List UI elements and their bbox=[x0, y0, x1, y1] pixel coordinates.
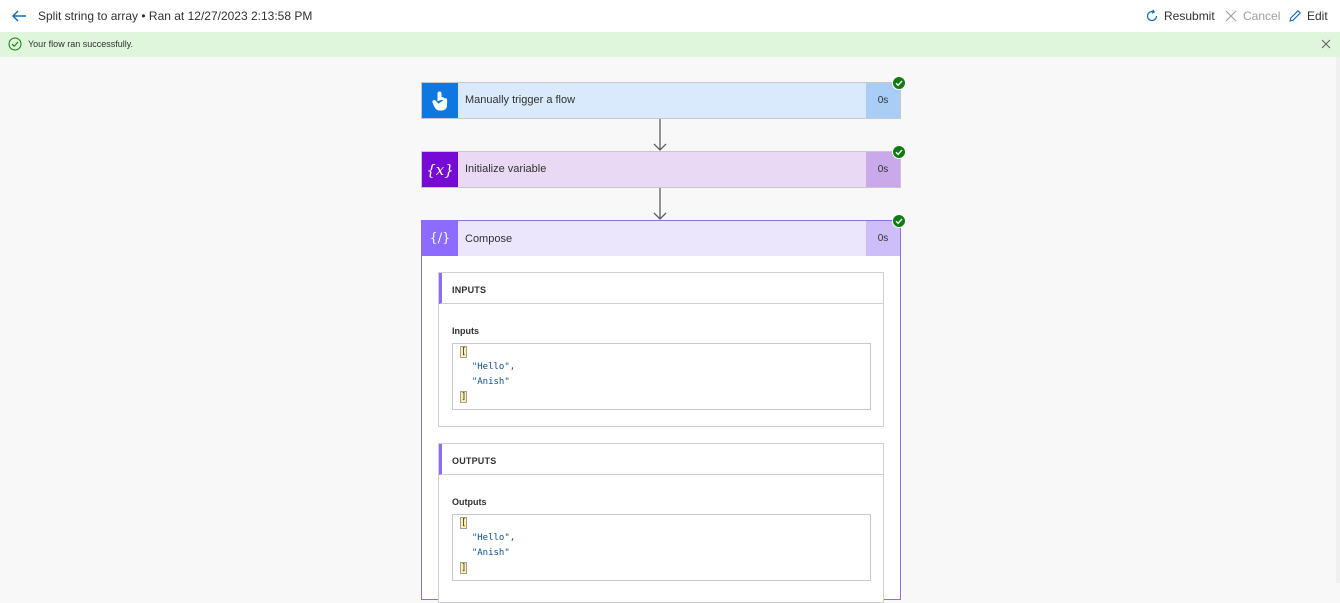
close-icon bbox=[1225, 10, 1237, 22]
edit-button[interactable]: Edit bbox=[1288, 8, 1328, 24]
step-initialize-variable[interactable]: {x} Initialize variable 0s bbox=[421, 151, 901, 188]
success-check-icon bbox=[892, 214, 906, 228]
code-line: ] bbox=[459, 391, 468, 403]
vertical-scrollbar[interactable] bbox=[1336, 57, 1340, 583]
success-message: Your flow ran successfully. bbox=[28, 39, 134, 49]
outputs-section: OUTPUTS Outputs [ "Hello", "Anish" ] bbox=[438, 443, 884, 603]
step-label: Compose bbox=[465, 233, 513, 245]
compose-header[interactable]: {∕} Compose 0s bbox=[422, 221, 900, 256]
touch-icon bbox=[422, 83, 458, 118]
cancel-label: Cancel bbox=[1243, 9, 1281, 23]
pencil-icon bbox=[1289, 10, 1301, 22]
success-banner: Your flow ran successfully. bbox=[0, 32, 1340, 57]
inputs-header: INPUTS bbox=[452, 285, 487, 295]
code-line: [ bbox=[459, 517, 468, 529]
command-bar: Split string to array • Ran at 12/27/202… bbox=[0, 0, 1340, 32]
code-line: "Anish" bbox=[461, 548, 510, 558]
step-manual-trigger[interactable]: Manually trigger a flow 0s bbox=[421, 82, 901, 119]
variable-icon: {x} bbox=[422, 152, 458, 187]
resubmit-label: Resubmit bbox=[1164, 9, 1215, 23]
edit-label: Edit bbox=[1307, 9, 1328, 23]
code-line: "Anish" bbox=[461, 377, 510, 387]
code-line: "Hello", bbox=[461, 533, 516, 543]
step-label: Initialize variable bbox=[465, 163, 547, 175]
refresh-icon bbox=[1146, 9, 1158, 22]
success-check-icon bbox=[892, 76, 906, 90]
outputs-header: OUTPUTS bbox=[452, 456, 497, 466]
resubmit-button[interactable]: Resubmit bbox=[1145, 8, 1215, 24]
connector-arrow-icon bbox=[653, 188, 667, 220]
run-title: Split string to array • Ran at 12/27/202… bbox=[38, 9, 313, 23]
code-line: "Hello", bbox=[461, 362, 516, 372]
inputs-section: INPUTS Inputs [ "Hello", "Anish" ] bbox=[438, 272, 884, 427]
step-duration: 0s bbox=[866, 83, 900, 118]
outputs-code-box[interactable]: [ "Hello", "Anish" ] bbox=[452, 514, 871, 581]
inputs-section-header[interactable]: INPUTS bbox=[439, 273, 883, 304]
connector-arrow-icon bbox=[653, 119, 667, 151]
cancel-button[interactable]: Cancel bbox=[1224, 8, 1280, 24]
inputs-label: Inputs bbox=[452, 326, 479, 336]
step-duration: 0s bbox=[866, 152, 900, 187]
outputs-section-header[interactable]: OUTPUTS bbox=[439, 444, 883, 475]
code-line: ] bbox=[459, 562, 468, 574]
step-duration: 0s bbox=[866, 221, 900, 256]
step-compose: {∕} Compose 0s INPUTS Inputs [ "Hello", … bbox=[421, 220, 901, 603]
step-label: Manually trigger a flow bbox=[465, 94, 576, 106]
dismiss-banner-icon[interactable] bbox=[1321, 39, 1331, 49]
inputs-code-box[interactable]: [ "Hello", "Anish" ] bbox=[452, 343, 871, 410]
success-check-icon bbox=[8, 37, 22, 51]
back-arrow-icon[interactable] bbox=[10, 7, 28, 25]
code-line: [ bbox=[459, 346, 468, 358]
compose-icon: {∕} bbox=[422, 221, 458, 256]
outputs-label: Outputs bbox=[452, 497, 487, 507]
success-check-icon bbox=[892, 145, 906, 159]
